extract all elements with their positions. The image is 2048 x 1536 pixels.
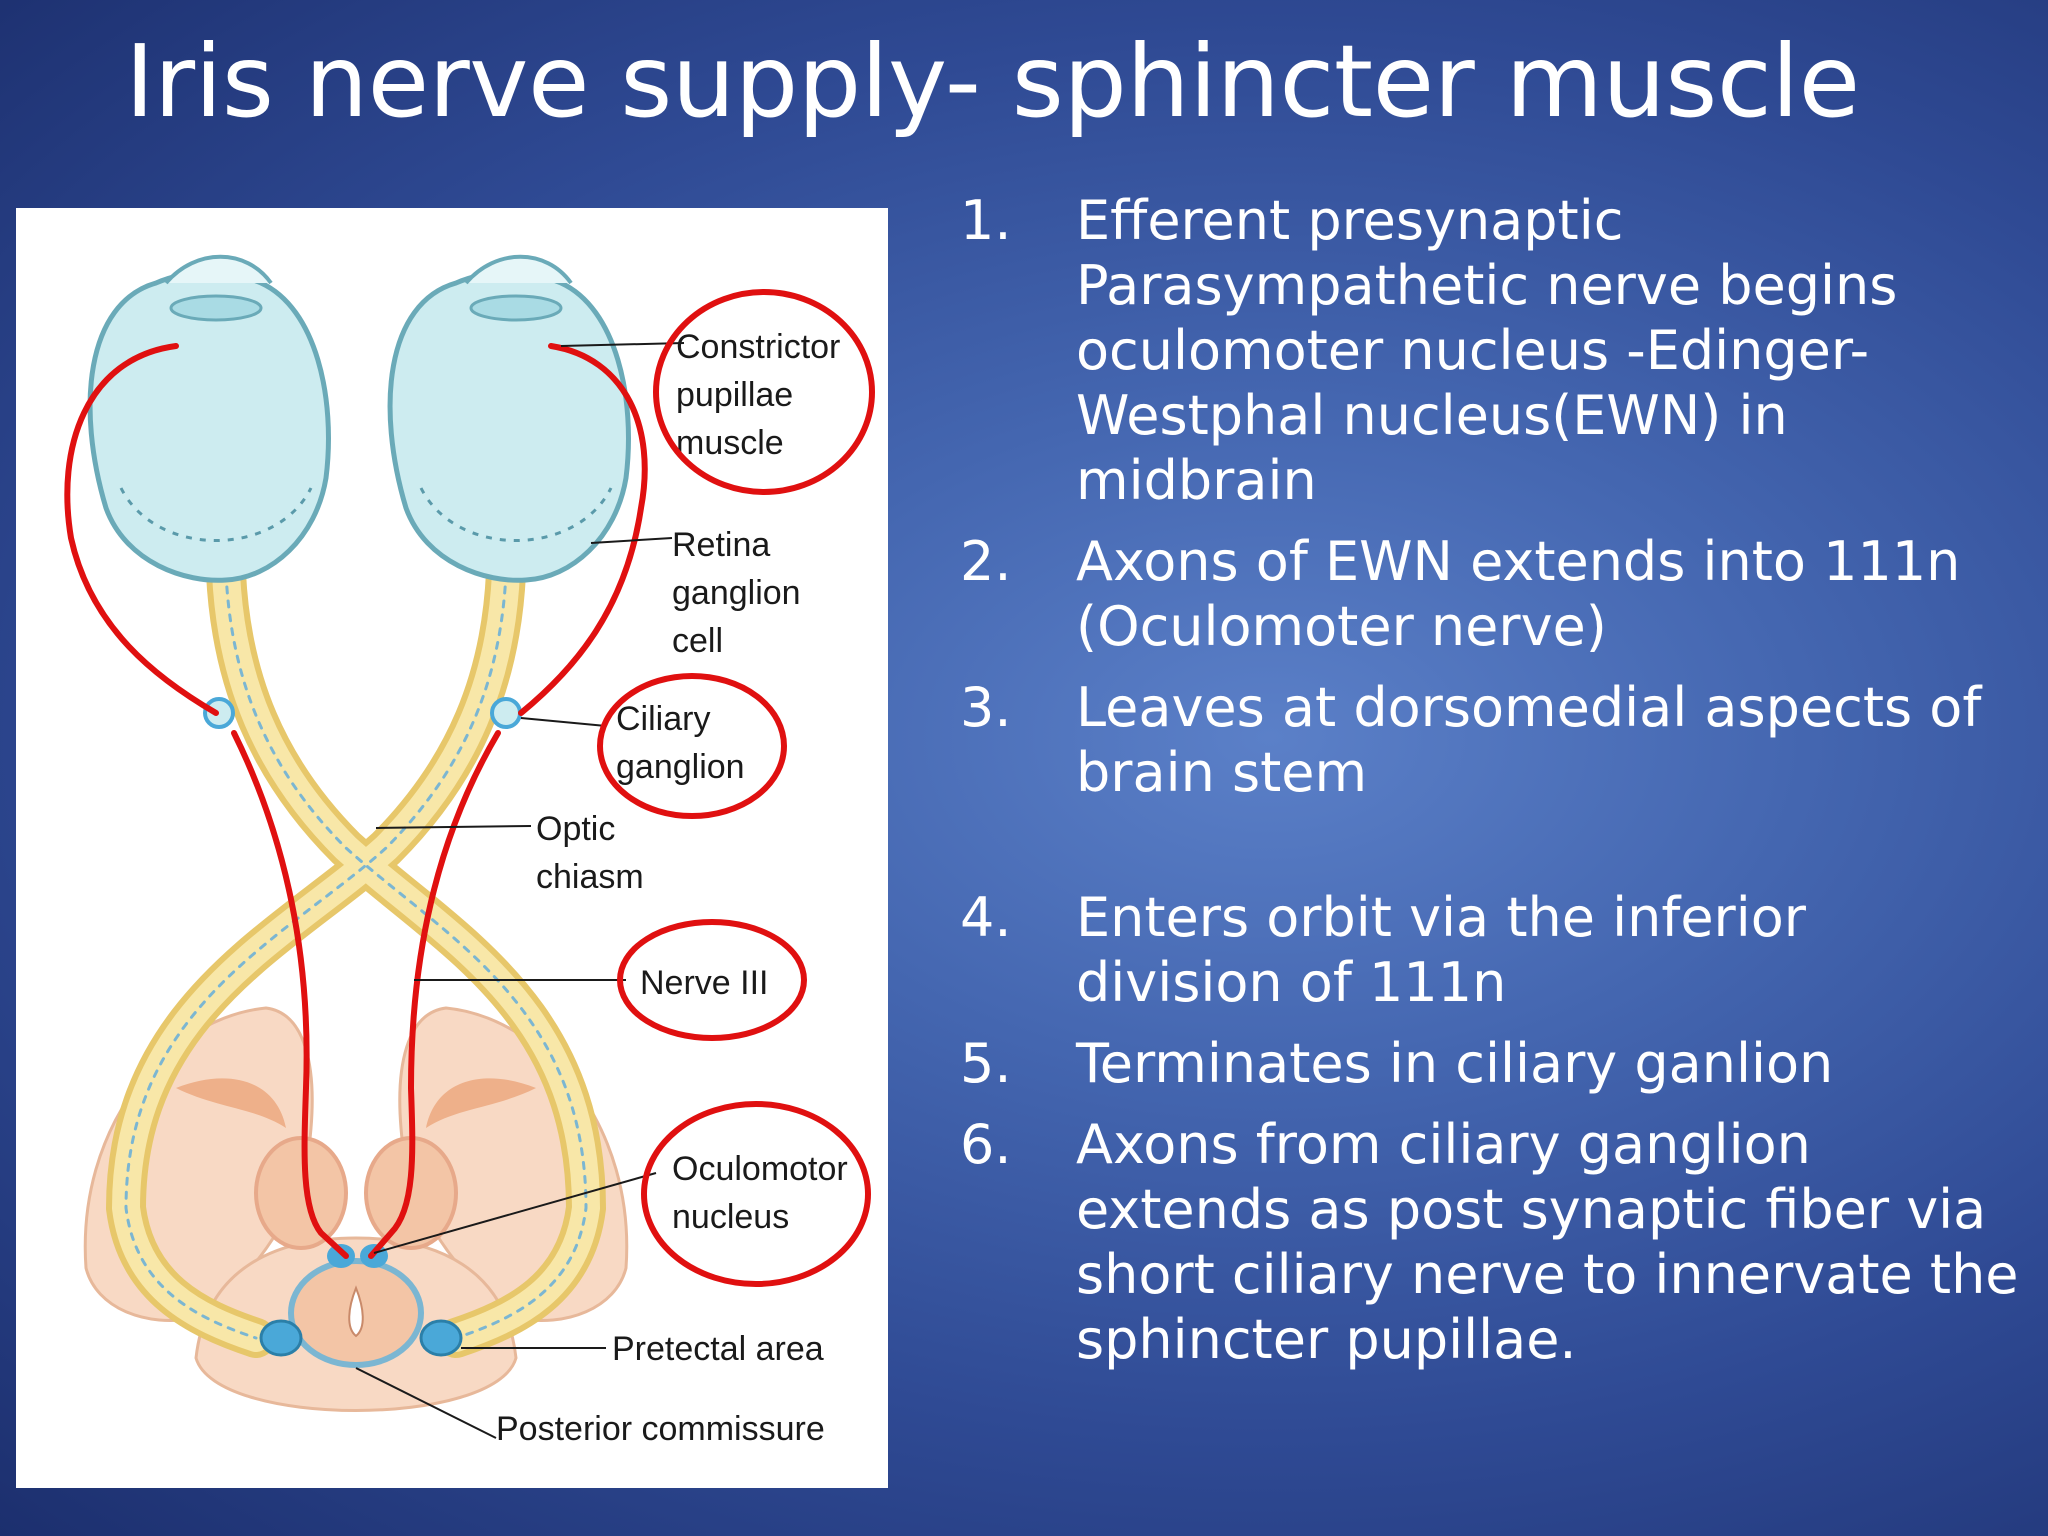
highlight-oculomotor	[641, 1101, 871, 1287]
leader-retina	[590, 537, 673, 544]
label-pretectal: Pretectal area	[612, 1330, 824, 1368]
label-oculomotor-2: nucleus	[672, 1198, 789, 1236]
pretectal-nucleus-left	[259, 1319, 303, 1357]
cerebral-aqueduct	[348, 1285, 364, 1338]
leader-ciliary	[520, 717, 607, 727]
label-nerve3: Nerve III	[640, 964, 768, 1002]
step-text: Axons from ciliary ganglion extends as p…	[1076, 1113, 2019, 1371]
step-2: 2. Axons of EWN extends into 111n (Oculo…	[960, 529, 2020, 659]
step-text: Enters orbit via the inferior division o…	[1076, 886, 1807, 1014]
label-optic-1: Optic	[536, 810, 615, 848]
step-number: 1.	[960, 189, 1012, 252]
label-constrictor-2: pupillae	[676, 376, 793, 414]
retina-fiber-left	[224, 571, 588, 1340]
label-posterior: Posterior commissure	[496, 1410, 825, 1448]
eye-left-iris	[169, 294, 263, 322]
eyes	[87, 254, 631, 583]
step-number: 5.	[960, 1032, 1012, 1095]
step-5: 5. Terminates in ciliary ganlion	[960, 1031, 2020, 1096]
retina-dashes-left	[119, 487, 313, 542]
retina-fiber-right	[124, 571, 508, 1340]
step-text: Leaves at dorsomedial aspects of brain s…	[1076, 676, 1982, 804]
highlight-nerve3	[617, 919, 807, 1041]
diagram-svg: Constrictor pupillae muscle Retina gangl…	[64, 254, 875, 1448]
leader-constrictor	[560, 342, 685, 347]
pretectal-nucleus-right	[419, 1319, 463, 1357]
label-ciliary-1: Ciliary	[616, 700, 710, 738]
leader-oculomotor	[373, 1172, 657, 1254]
eye-left-cornea	[164, 254, 273, 285]
ciliary-ganglion-right	[490, 697, 522, 729]
pupillary-pathway-diagram: Constrictor pupillae muscle Retina gangl…	[16, 208, 888, 1488]
brain-fold-left	[176, 1078, 286, 1128]
step-3: 3. Leaves at dorsomedial aspects of brai…	[960, 675, 2020, 805]
step-1: 1. Efferent presynaptic Parasympathetic …	[960, 188, 2020, 513]
label-oculomotor-1: Oculomotor	[672, 1150, 848, 1188]
step-number: 4.	[960, 886, 1012, 949]
step-number: 3.	[960, 676, 1012, 739]
label-retina-2: ganglion	[672, 574, 801, 612]
label-ciliary-2: ganglion	[616, 748, 745, 786]
brain-fold-right	[426, 1078, 536, 1128]
pathway-right-upper	[518, 343, 648, 716]
pathway-left-upper	[64, 343, 219, 716]
pathway-left-lower	[231, 730, 349, 1259]
step-text: Terminates in ciliary ganlion	[1076, 1032, 1834, 1095]
label-optic-2: chiasm	[536, 858, 644, 896]
nerve-pathway-steps: 1. Efferent presynaptic Parasympathetic …	[960, 188, 2020, 1388]
label-retina-3: cell	[672, 622, 723, 660]
highlight-circles	[597, 289, 875, 1287]
step-text: Axons of EWN extends into 111n (Oculomot…	[1076, 530, 1961, 658]
retina-dashes-right	[419, 487, 613, 542]
eye-right-cornea	[464, 254, 573, 285]
highlight-constrictor	[653, 289, 875, 495]
step-number: 2.	[960, 530, 1012, 593]
pathway-right-lower	[368, 730, 501, 1259]
nuclei	[203, 697, 522, 1357]
step-4: 4. Enters orbit via the inferior divisio…	[960, 885, 2020, 1015]
label-constrictor-3: muscle	[676, 424, 784, 462]
leader-posterior	[355, 1367, 497, 1439]
leader-lines	[355, 342, 685, 1439]
colliculus-left	[254, 1136, 348, 1250]
diagram-labels: Constrictor pupillae muscle Retina gangl…	[496, 328, 848, 1448]
label-constrictor-1: Constrictor	[676, 328, 840, 366]
slide-title: Iris nerve supply- sphincter muscle	[125, 23, 1860, 140]
step-text: Efferent presynaptic Parasympathetic ner…	[1076, 189, 1898, 512]
eye-right-iris	[469, 294, 563, 322]
highlight-ciliary	[597, 673, 787, 819]
step-number: 6.	[960, 1113, 1012, 1176]
leader-optic	[375, 825, 532, 829]
optic-pathway	[105, 553, 607, 1358]
label-retina-1: Retina	[672, 526, 770, 564]
step-6: 6. Axons from ciliary ganglion extends a…	[960, 1112, 2020, 1372]
oculomotor-nucleus-left	[327, 1244, 355, 1268]
parasympathetic-pathway	[64, 343, 648, 1259]
